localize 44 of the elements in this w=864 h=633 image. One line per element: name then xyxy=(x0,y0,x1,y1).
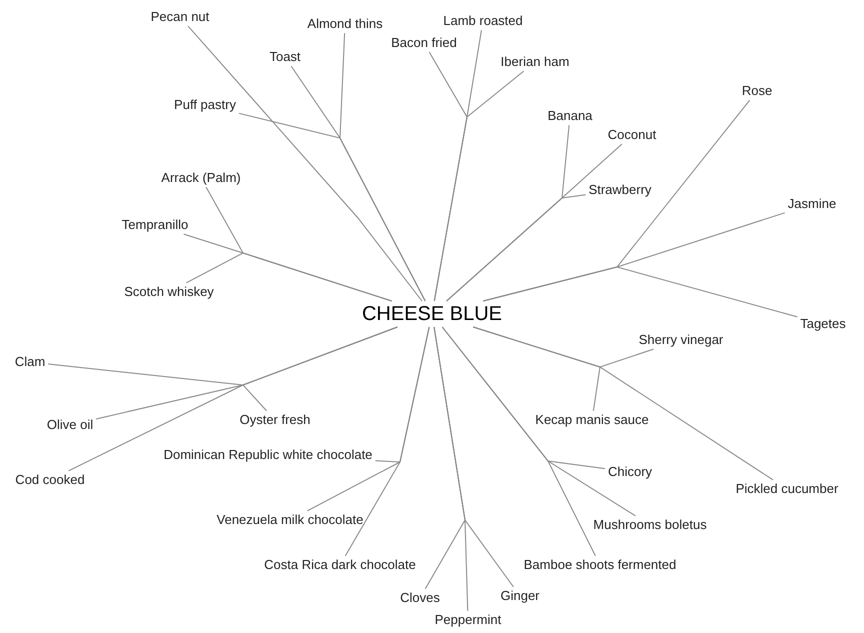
pairing-label: Coconut xyxy=(608,128,656,142)
branch-line xyxy=(482,266,798,318)
pairing-label: Mushrooms boletus xyxy=(593,518,707,532)
pairing-label: Sherry vinegar xyxy=(638,332,724,348)
pairing-label: Olive oil xyxy=(46,418,94,432)
pairing-label: Rose xyxy=(742,84,772,98)
pairing-label: Ginger xyxy=(500,588,540,604)
branch-line xyxy=(68,326,398,472)
center-label: CHEESE BLUE xyxy=(362,303,502,325)
pairing-label: Jasmine xyxy=(788,196,836,212)
pairing-label: Cod cooked xyxy=(15,472,85,488)
pairing-label: Venezuela milk chocolate xyxy=(216,512,364,528)
pairing-label: Pecan nut xyxy=(150,10,210,24)
pairing-label: Puff pastry xyxy=(174,98,236,112)
pairing-label: Bacon fried xyxy=(391,36,457,50)
branch-line xyxy=(188,26,422,302)
pairing-label: Cloves xyxy=(400,590,440,606)
branch-line xyxy=(344,326,430,556)
pairing-label: Pickled cucumber xyxy=(736,482,838,496)
pairing-label: Clam xyxy=(14,354,46,370)
pairing-label: Lamb roasted xyxy=(443,14,523,28)
pairing-label: Peppermint xyxy=(434,612,502,628)
branch-line xyxy=(446,194,586,302)
pairing-label: Strawberry xyxy=(588,182,652,198)
pairing-label: Bamboe shoots fermented xyxy=(524,558,676,572)
pairing-label: Tagetes xyxy=(800,316,846,332)
branch-line xyxy=(434,326,468,612)
pairing-label: Dominican Republic white chocolate xyxy=(164,448,372,462)
branch-line xyxy=(434,70,524,302)
pairing-label: Kecap manis sauce xyxy=(535,412,649,428)
pairing-label: Tempranillo xyxy=(122,218,188,232)
pairing-label: Banana xyxy=(548,108,592,124)
pairing-label: Scotch whiskey xyxy=(124,284,214,300)
branch-line xyxy=(238,112,426,302)
pairing-label: Costa Rica dark chocolate xyxy=(264,558,416,572)
branch-line xyxy=(186,252,392,302)
pairing-label: Oyster fresh xyxy=(240,412,310,428)
pairing-label: Almond thins xyxy=(307,16,383,32)
pairing-label: Chicory xyxy=(608,464,652,480)
branch-line xyxy=(442,326,596,556)
pairing-label: Arrack (Palm) xyxy=(161,170,241,186)
pairing-label: Iberian ham xyxy=(500,54,570,70)
branch-line xyxy=(472,326,774,480)
pairing-label: Toast xyxy=(269,50,301,64)
